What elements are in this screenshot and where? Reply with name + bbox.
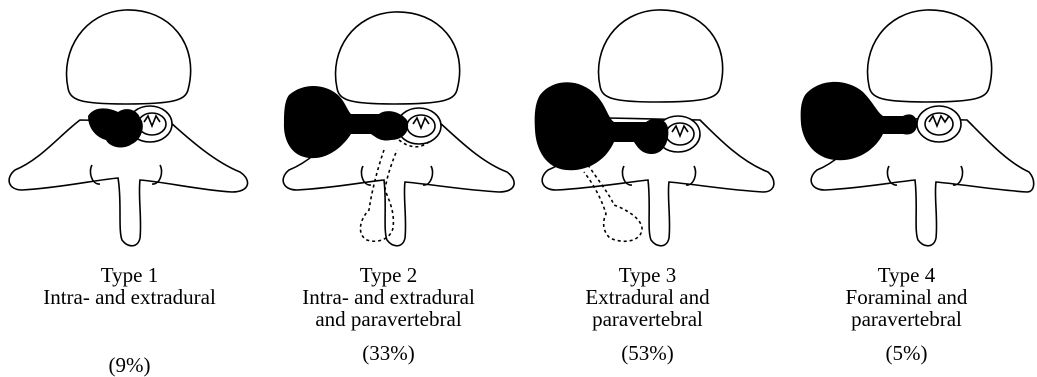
type-label: Type 1 bbox=[0, 264, 259, 286]
vertebral-body bbox=[67, 10, 191, 104]
caption-type-2: Type 2 Intra- and extradural and paraver… bbox=[259, 264, 518, 330]
type-percentage: (5%) bbox=[777, 342, 1036, 364]
vertebra-illustration-type-2 bbox=[259, 0, 518, 260]
vertebral-body bbox=[599, 10, 723, 102]
vertebral-body bbox=[868, 10, 992, 102]
caption-type-4: Type 4 Foraminal and paravertebral (5%) bbox=[777, 264, 1036, 330]
type-label: Type 3 bbox=[518, 264, 777, 286]
caption-type-1: Type 1 Intra- and extradural (9%) bbox=[0, 264, 259, 308]
panel-type-4: Type 4 Foraminal and paravertebral (5%) bbox=[777, 0, 1036, 377]
vertebra-illustration-type-1 bbox=[0, 0, 259, 260]
caption-type-3: Type 3 Extradural and paravertebral (53%… bbox=[518, 264, 777, 330]
type-percentage: (9%) bbox=[0, 354, 259, 376]
vertebra-illustration-type-3 bbox=[518, 0, 777, 260]
panel-type-1: Type 1 Intra- and extradural (9%) bbox=[0, 0, 259, 377]
type-description: Foraminal and paravertebral bbox=[777, 286, 1036, 330]
type-description: Intra- and extradural and paravertebral bbox=[259, 286, 518, 330]
type-percentage: (53%) bbox=[518, 342, 777, 364]
vertebral-body bbox=[336, 12, 460, 104]
vertebra-illustration-type-4 bbox=[777, 0, 1036, 260]
type-description: Intra- and extradural bbox=[0, 286, 259, 308]
panel-type-3: Type 3 Extradural and paravertebral (53%… bbox=[518, 0, 777, 377]
type-label: Type 4 bbox=[777, 264, 1036, 286]
type-percentage: (33%) bbox=[259, 342, 518, 364]
type-label: Type 2 bbox=[259, 264, 518, 286]
spinal-canal bbox=[917, 106, 961, 142]
type-description: Extradural and paravertebral bbox=[518, 286, 777, 330]
panel-type-2: Type 2 Intra- and extradural and paraver… bbox=[259, 0, 518, 377]
